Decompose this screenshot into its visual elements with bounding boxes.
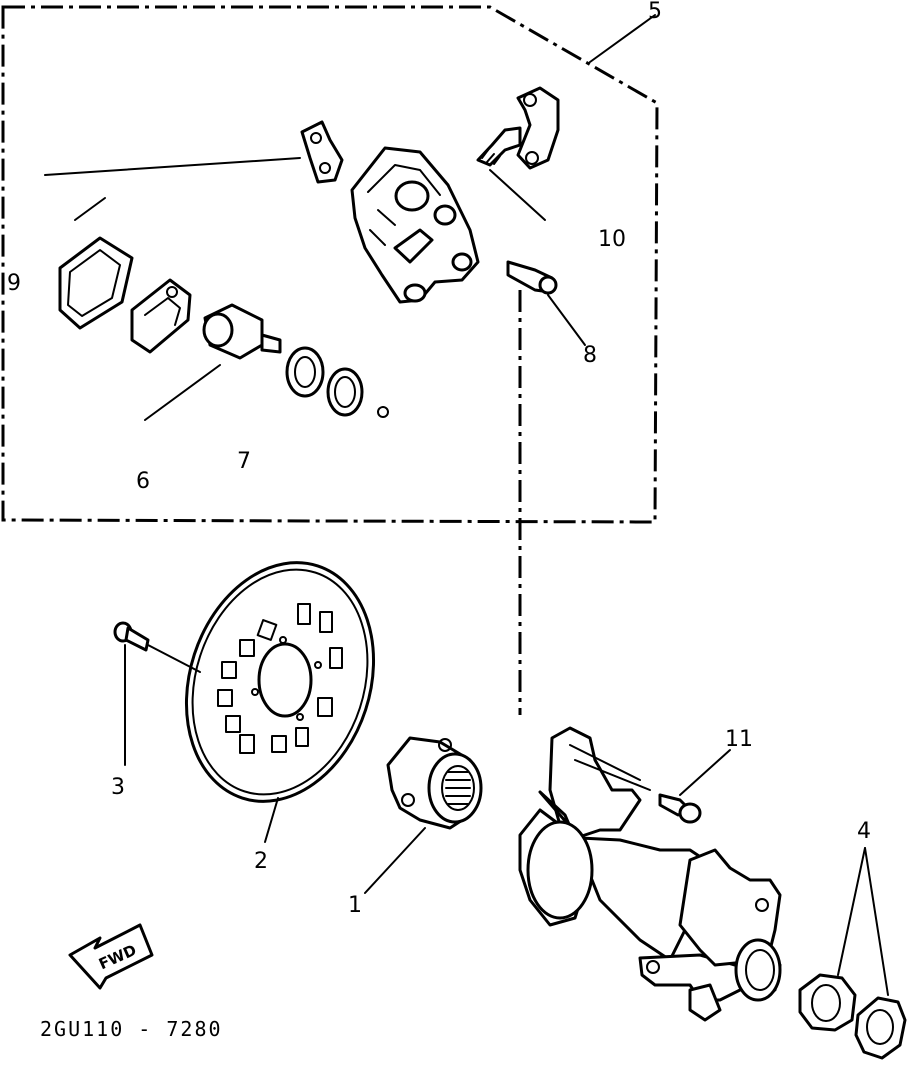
pad-support-bracket: [516, 86, 560, 170]
fwd-arrow-icon: [68, 923, 154, 990]
caliper-body: [350, 146, 480, 304]
caliper-assembly-boundary: [1, 5, 659, 524]
bracket-bolt: [658, 793, 702, 824]
leader-5: [589, 14, 656, 63]
bracket-line-9: [44, 157, 301, 176]
bracket-line-9b: [74, 197, 106, 221]
label-9: 9: [7, 271, 21, 296]
label-4: 4: [857, 819, 871, 844]
lock-nut-2: [854, 996, 907, 1060]
leader-4a: [837, 847, 866, 976]
label-5: 5: [648, 0, 662, 24]
brake-pad-outer: [58, 236, 134, 330]
dust-seal: [326, 367, 364, 417]
diagram-code: 2GU110 - 7280: [40, 1017, 223, 1041]
disc-bolt: [113, 621, 150, 652]
leader-8: [547, 294, 586, 346]
label-11: 11: [725, 727, 753, 752]
brake-disc: [184, 561, 376, 803]
piston-seal: [285, 346, 325, 398]
leader-11: [679, 749, 731, 796]
lock-nut-1: [798, 973, 857, 1032]
label-2: 2: [254, 849, 268, 874]
label-10: 10: [598, 227, 626, 252]
leader-4b: [864, 847, 889, 996]
bracket-line-6-7: [144, 364, 221, 421]
bleed-screw: [506, 260, 558, 295]
label-7: 7: [237, 449, 251, 474]
caliper-bolt: [476, 126, 522, 167]
pad-clip-upper: [300, 120, 344, 184]
axle-housing: [518, 726, 782, 1022]
label-8: 8: [583, 343, 597, 368]
bracket-line-10: [489, 169, 546, 221]
leader-1: [364, 827, 426, 894]
small-o-ring: [377, 406, 389, 418]
hub: [386, 736, 483, 830]
leader-3-disc: [147, 644, 201, 673]
label-3: 3: [111, 775, 125, 800]
leader-2: [264, 797, 279, 843]
label-1: 1: [348, 893, 362, 918]
caliper-piston: [202, 303, 282, 360]
label-6: 6: [136, 469, 150, 494]
brake-pad-inner: [130, 278, 192, 354]
